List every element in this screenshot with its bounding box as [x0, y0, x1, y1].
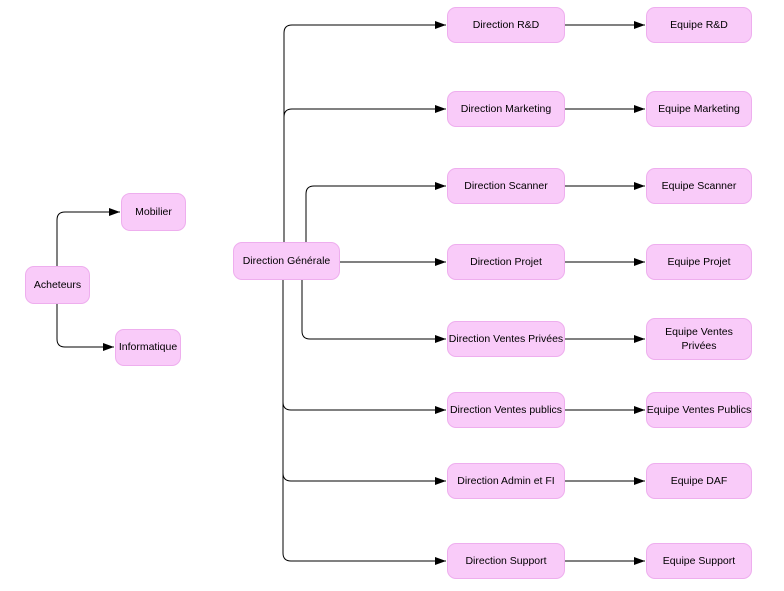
node-label: Equipe Projet	[667, 255, 731, 268]
node-label: Acheteurs	[33, 278, 82, 291]
node-label: Mobilier	[135, 205, 172, 218]
node-direction-ventes-privees: Direction Ventes Privées	[447, 321, 565, 357]
node-label: Direction Générale	[242, 254, 331, 267]
node-equipe-ventes-privees: Equipe Ventes Privées	[646, 318, 752, 360]
node-direction-rd: Direction R&D	[447, 7, 565, 43]
node-direction-scanner: Direction Scanner	[447, 168, 565, 204]
node-label: Equipe R&D	[670, 18, 728, 31]
node-label: Direction Marketing	[460, 102, 552, 115]
node-label: Direction Admin et FI	[457, 474, 555, 487]
node-label: Equipe Support	[662, 554, 736, 567]
edge-acheteurs-to-mobilier	[56, 208, 120, 266]
edge-direction-generale-to-direction-scanner	[305, 182, 446, 242]
node-equipe-projet: Equipe Projet	[646, 244, 752, 280]
edge-direction-generale-to-direction-ventes-publics	[282, 280, 446, 414]
node-label: Direction Projet	[470, 255, 542, 268]
node-informatique: Informatique	[115, 329, 181, 366]
edge-direction-generale-to-direction-support	[282, 280, 446, 565]
edge-direction-generale-to-direction-marketing	[283, 105, 446, 242]
node-direction-admin-fi: Direction Admin et FI	[447, 463, 565, 499]
node-label: Informatique	[118, 341, 178, 354]
node-equipe-scanner: Equipe Scanner	[646, 168, 752, 204]
node-equipe-rd: Equipe R&D	[646, 7, 752, 43]
node-direction-support: Direction Support	[447, 543, 565, 579]
node-label: Direction Ventes Privées	[448, 332, 564, 345]
node-direction-generale: Direction Générale	[233, 242, 340, 280]
node-label: Equipe Scanner	[661, 179, 737, 192]
node-direction-projet: Direction Projet	[447, 244, 565, 280]
node-equipe-marketing: Equipe Marketing	[646, 91, 752, 127]
node-equipe-daf: Equipe DAF	[646, 463, 752, 499]
node-equipe-support: Equipe Support	[646, 543, 752, 579]
edge-direction-generale-to-direction-rd	[283, 21, 446, 242]
node-label: Equipe Ventes Privées	[665, 325, 733, 352]
node-label: Direction Ventes publics	[449, 403, 563, 416]
node-label: Equipe DAF	[670, 474, 728, 487]
node-label: Equipe Ventes Publics	[646, 403, 752, 416]
node-label: Direction Scanner	[464, 179, 548, 192]
node-equipe-ventes-publics: Equipe Ventes Publics	[646, 392, 752, 428]
node-direction-ventes-publics: Direction Ventes publics	[447, 392, 565, 428]
node-acheteurs: Acheteurs	[25, 266, 90, 304]
node-direction-marketing: Direction Marketing	[447, 91, 565, 127]
node-mobilier: Mobilier	[121, 193, 186, 231]
node-label: Direction R&D	[472, 18, 540, 31]
node-label: Equipe Marketing	[658, 102, 740, 115]
edge-direction-generale-to-direction-admin-fi	[282, 280, 446, 485]
node-label: Direction Support	[465, 554, 547, 567]
edge-direction-generale-to-direction-ventes-privees	[301, 280, 446, 343]
edge-acheteurs-to-informatique	[56, 304, 114, 351]
